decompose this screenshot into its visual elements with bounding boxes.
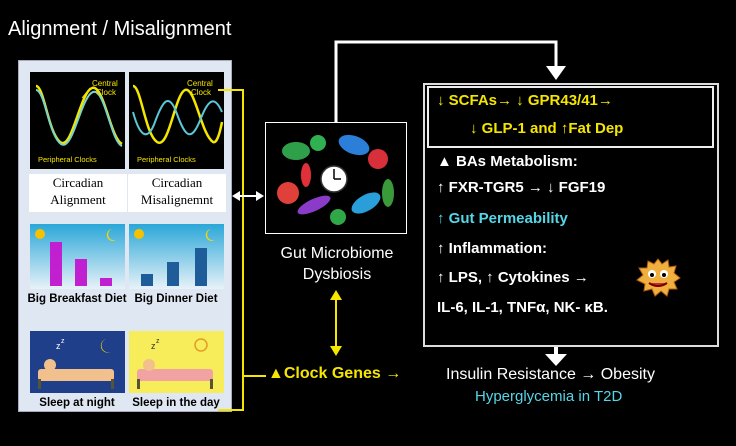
big-dinner-image (129, 224, 224, 289)
sleep-night-label: Sleep at night (39, 397, 115, 409)
bas-line-2: ↑ FXR-TGR5 → ↓ FGF19 (437, 179, 606, 196)
svg-text:z: z (151, 341, 156, 351)
sleep-night-image: z z (30, 331, 125, 393)
clock-icon (320, 165, 348, 193)
circadian-alignment-label: Circadian Alignment (29, 174, 127, 212)
dysbiosis-label: Dysbiosis (302, 266, 372, 283)
il-line: IL-6, IL-1, TNFα, NK- κB. (437, 299, 608, 316)
big-dinner-label: Big Dinner Diet (134, 293, 218, 305)
bas-line-1: ▲ BAs Metabolism: (437, 153, 578, 170)
big-breakfast-image (30, 224, 125, 289)
scfa-line-2: ↓ GLP-1 and ↑Fat Dep (470, 120, 624, 137)
sleep-day-label: Sleep in the day (132, 397, 220, 409)
scfa-box (427, 86, 714, 148)
peripheral-clocks-label-2: Peripheral Clocks (137, 155, 196, 164)
cytokine-monster-icon (636, 258, 681, 297)
gut-permeability-line: ↑ Gut Permeability (437, 210, 568, 227)
peripheral-clocks-label: Peripheral Clocks (38, 155, 97, 164)
bacteria-icon (277, 134, 394, 225)
sun-icon (134, 229, 144, 239)
clock-genes-label: ▲Clock Genes → (268, 365, 402, 382)
effects-panel (423, 83, 719, 347)
moon-icon (106, 229, 116, 241)
sun-icon (194, 338, 208, 352)
inflammation-line: ↑ Inflammation: (437, 240, 548, 257)
scfa-line-1: ↓ SCFAs→ ↓ GPR43/41→ (437, 92, 613, 109)
svg-text:z: z (61, 338, 65, 345)
big-breakfast-label: Big Breakfast Diet (27, 293, 127, 305)
svg-text:z: z (156, 338, 160, 345)
hyperglycemia-label: Hyperglycemia in T2D (475, 388, 623, 405)
microbiome-image (265, 122, 407, 234)
microbiome-label: Gut Microbiome (280, 245, 394, 262)
moon-icon (205, 229, 215, 241)
insulin-resistance-label: Insulin Resistance → Obesity (446, 366, 655, 383)
svg-text:z: z (56, 341, 61, 351)
sleep-day-image: z z (129, 331, 224, 393)
circadian-misalignment-label: Circadian Misalignemnt (128, 174, 226, 212)
sun-icon (35, 229, 45, 239)
lps-line: ↑ LPS, ↑ Cytokines → (437, 269, 589, 286)
page-title: Alignment / Misalignment (8, 18, 232, 40)
